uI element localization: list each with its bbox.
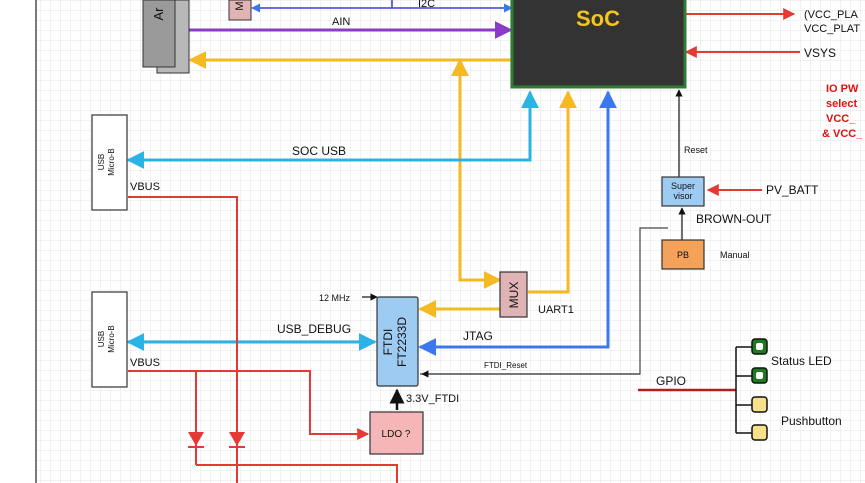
usb-top-label-2: Micro-B (107, 148, 116, 176)
ftdi-label-1: FTDI (381, 329, 395, 356)
soc-usb-label: SOC USB (292, 144, 346, 158)
partial-block-a-label: Ar (151, 7, 166, 21)
ldo-label: LDO ? (382, 429, 411, 440)
status-led-2-core (756, 372, 763, 379)
supervisor-label-1: Super (671, 181, 695, 191)
diode-left (188, 432, 204, 446)
pushbutton-1 (751, 396, 768, 413)
supervisor-block (661, 176, 705, 207)
io-power-note-3: VCC_ (826, 113, 856, 125)
manual-label: Manual (720, 250, 750, 260)
usb-bottom-label-1: USB (97, 331, 106, 347)
status-led-label: Status LED (771, 354, 832, 368)
pv-batt-label: PV_BATT (766, 183, 819, 197)
brown-out-label: BROWN-OUT (696, 212, 772, 226)
vbus-bottom-wire (128, 370, 368, 435)
io-power-note-4: & VCC_ (822, 128, 863, 140)
ftdi-label-2: FT2233D (395, 317, 409, 367)
io-power-note-1: IO PW (826, 83, 859, 95)
jtag-label: JTAG (463, 329, 493, 343)
reset-label: Reset (684, 145, 708, 155)
vbus-top-label: VBUS (130, 181, 160, 193)
usb-bottom-label-2: Micro-B (107, 325, 116, 353)
ftdi-block (376, 296, 419, 387)
soc-label: SoC (576, 6, 620, 31)
vbus-top-wire (128, 196, 238, 483)
soc-block (510, 0, 687, 89)
io-power-note-2: select (826, 98, 858, 110)
usb-connector-top (91, 114, 128, 211)
supervisor-label-2: visor (673, 191, 692, 201)
vbus-bottom-label: VBUS (130, 357, 160, 369)
pushbutton-label: Pushbutton (781, 414, 842, 428)
ain-label: AIN (332, 16, 350, 28)
partial-block-a (142, 0, 176, 68)
ftdi-reset-label: FTDI_Reset (484, 361, 528, 370)
gpio-label: GPIO (656, 374, 686, 388)
pb-block (661, 239, 705, 270)
usb-top-label-1: USB (97, 154, 106, 170)
mux-label: MUX (507, 282, 521, 309)
vcc-pla-label-1: (VCC_PLA (804, 9, 858, 21)
status-led-1-core (756, 343, 763, 350)
power-merge-wire (196, 464, 398, 483)
partial-block-m-label: M (234, 1, 246, 10)
mux-block (499, 271, 528, 318)
pb-label: PB (677, 250, 689, 260)
pushbutton-2 (751, 424, 768, 441)
vcc-pla-label-2: VCC_PLAT (804, 23, 860, 35)
uart1-label: UART1 (538, 304, 574, 316)
usb-connector-bottom (91, 291, 128, 388)
clk-label: 12 MHz (319, 293, 351, 303)
v33-ftdi-label: 3.3V_FTDI (406, 393, 459, 405)
i2c-label: I2C (418, 0, 435, 10)
diode-right (229, 432, 245, 446)
vsys-label: VSYS (804, 46, 836, 60)
ldo-block (369, 411, 424, 455)
jtag-wire (418, 90, 617, 356)
partial-block-m (228, 0, 252, 21)
usb-debug-label: USB_DEBUG (277, 322, 351, 336)
